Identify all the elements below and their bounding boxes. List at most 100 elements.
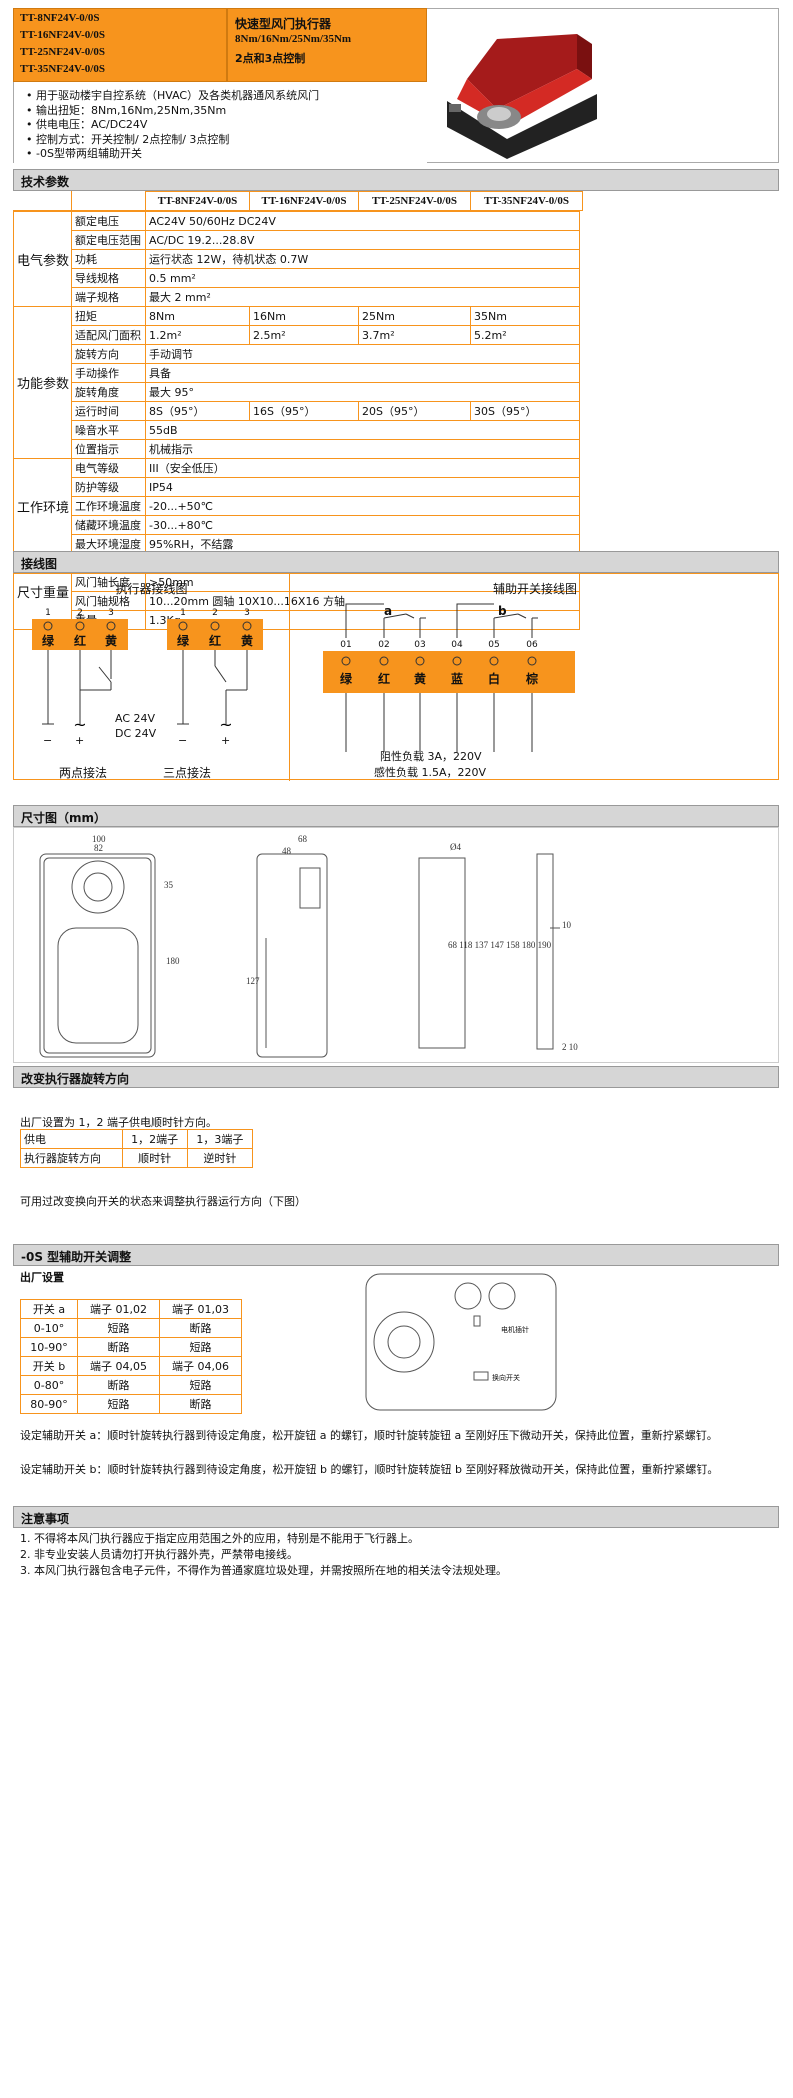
rotation-cell: 逆时针 — [186, 1148, 254, 1168]
aux-cell: 短路 — [158, 1337, 243, 1357]
aux-cell: 端子 01,03 — [158, 1299, 243, 1319]
aux-terminal-number: 02 — [378, 640, 390, 650]
rotation-note-2: 可用过改变换向开关的状态来调整执行器运行方向（下图） — [20, 1195, 306, 1208]
aux-cell: 端子 01,02 — [76, 1299, 160, 1319]
blank-cell — [71, 191, 146, 211]
aux-terminal-number: 01 — [340, 640, 352, 650]
aux-terminal-number: 05 — [488, 640, 500, 650]
note-item: 2. 非专业安装人员请勿打开执行器外壳，严禁带电接线。 — [20, 1548, 298, 1561]
terminal-2pt-number: 1 — [45, 608, 51, 618]
aux-cell: 开关 a — [20, 1299, 78, 1319]
col-header: TT-16NF24V-0/0S — [249, 191, 359, 211]
plus-label-1: + — [75, 734, 85, 747]
three-point-label: 三点接法 — [163, 766, 212, 780]
aux-terminal-color: 黄 — [413, 672, 426, 686]
motor-pin-label: 电机插针 — [501, 1326, 529, 1334]
spec-label: 电气等级 — [71, 458, 146, 478]
spec-value: 16S（95°） — [249, 401, 359, 421]
aux-bar: -0S 型辅助开关调整 — [13, 1244, 779, 1266]
rotation-note: 出厂设置为 1，2 端子供电顺时针方向。 — [20, 1116, 217, 1129]
product-photo — [427, 8, 779, 163]
spec-value: 运行状态 12W，待机状态 0.7W — [144, 249, 581, 269]
aux-cell: 开关 b — [20, 1356, 78, 1376]
spec-value: 最大 95° — [144, 382, 581, 402]
aux-terminal-number: 04 — [451, 640, 463, 650]
terminal-3pt-number: 1 — [180, 608, 186, 618]
aux-cell: 短路 — [76, 1394, 160, 1414]
wiring-title: 接线图 — [21, 557, 58, 571]
spec-label: 风门轴规格 — [71, 591, 146, 611]
spec-value: 机械指示 — [144, 439, 581, 459]
terminal-2pt-color: 红 — [73, 634, 86, 648]
spec-label: 端子规格 — [71, 287, 146, 307]
aux-wiring-title: 辅助开关接线图 — [492, 582, 577, 596]
feature-text: 供电电压：AC/DC24V — [36, 118, 148, 131]
spec-value: 55dB — [144, 420, 581, 440]
terminal-2pt-number: 2 — [77, 608, 83, 618]
model-2: TT-16NF24V-0/0S — [20, 29, 105, 41]
dims-panel: 100 82 35 180 68 48 127 Ø4 68 118 137 14… — [13, 827, 779, 1063]
terminal-2pt-color: 绿 — [41, 634, 54, 648]
aux-cell: 0-80° — [20, 1375, 78, 1395]
feature-text: 输出扭矩：8Nm,16Nm,25Nm,35Nm — [36, 103, 227, 117]
spec-value: 10...20mm 圆轴 10X10...16X16 方轴 — [144, 591, 581, 611]
dim-180: 180 — [166, 956, 180, 966]
aux-row: 0-10°短路断路 — [20, 1318, 243, 1338]
model-1: TT-8NF24V-0/0S — [20, 12, 100, 24]
dimension-drawing: 100 82 35 180 68 48 127 Ø4 68 118 137 14… — [39, 834, 578, 1058]
model-3: TT-25NF24V-0/0S — [20, 46, 105, 58]
spec-label: 额定电压范围 — [71, 230, 146, 250]
spec-group-label: 功能参数 — [13, 306, 72, 459]
spec-label: 手动操作 — [71, 363, 146, 383]
dim-127: 127 — [246, 976, 260, 986]
notes-list: 1. 不得将本风门执行器应于指定应用范围之外的应用，特别是不能用于飞行器上。 2… — [13, 1530, 779, 1578]
rotation-cell: 1，2端子 — [121, 1129, 188, 1149]
spec-group-label: 工作环境 — [13, 458, 72, 554]
terminal-3pt-number: 2 — [212, 608, 218, 618]
supply-ac: AC 24V — [115, 712, 156, 725]
product-title: 快速型风门执行器 — [235, 17, 332, 31]
spec-value: 3.7m² — [358, 325, 471, 345]
tech-header-row: TT-8NF24V-0/0S TT-16NF24V-0/0S TT-25NF24… — [13, 191, 780, 211]
product-control: 2点和3点控制 — [235, 52, 306, 65]
spec-value: III（安全低压） — [144, 458, 581, 478]
spec-value: -20...+50℃ — [144, 496, 581, 516]
aux-paragraph-b: 设定辅助开关 b：顺时针旋转执行器到待设定角度，松开旋钮 b 的螺钉，顺时针旋转… — [20, 1463, 719, 1476]
rotation-cell: 执行器旋转方向 — [20, 1148, 123, 1168]
model-box: TT-8NF24V-0/0S TT-16NF24V-0/0S TT-25NF24… — [13, 8, 227, 82]
dims-title: 尺寸图（mm） — [21, 811, 107, 825]
header: TT-8NF24V-0/0S TT-16NF24V-0/0S TT-25NF24… — [13, 8, 779, 163]
dim-10: 10 — [562, 920, 572, 930]
tech-bar: 技术参数 — [13, 169, 779, 191]
minus-label-2: − — [178, 734, 188, 747]
spec-label: 额定电压 — [71, 211, 146, 231]
dim-2-10: 2 10 — [562, 1042, 578, 1052]
aux-terminal-number: 06 — [526, 640, 538, 650]
wiring-divider — [289, 574, 290, 781]
switch-b-label: b — [498, 604, 507, 618]
spec-value: 手动调节 — [144, 344, 581, 364]
aux-cell: 断路 — [158, 1318, 243, 1338]
spec-label: 风门轴长度 — [71, 572, 146, 592]
spec-label: 扭矩 — [71, 306, 146, 326]
terminal-block-3pt — [167, 619, 263, 650]
feature-list: • 用于驱动楼宇自控系统（HVAC）及各类机器通风系统风门 • 输出扭矩：8Nm… — [13, 82, 414, 163]
spec-value: AC/DC 19.2...28.8V — [144, 230, 581, 250]
spec-group-label: 电气参数 — [13, 211, 72, 307]
spec-label: 旋转角度 — [71, 382, 146, 402]
spec-row: 储藏环境温度-30...+80℃ — [14, 515, 581, 535]
spec-label: 旋转方向 — [71, 344, 146, 364]
aux-cell: 10-90° — [20, 1337, 78, 1357]
feature-item: • 用于驱动楼宇自控系统（HVAC）及各类机器通风系统风门 — [26, 89, 320, 102]
spec-row: 旋转角度最大 95° — [14, 382, 581, 402]
actuator-wiring-title: 执行器接线图 — [115, 582, 188, 596]
